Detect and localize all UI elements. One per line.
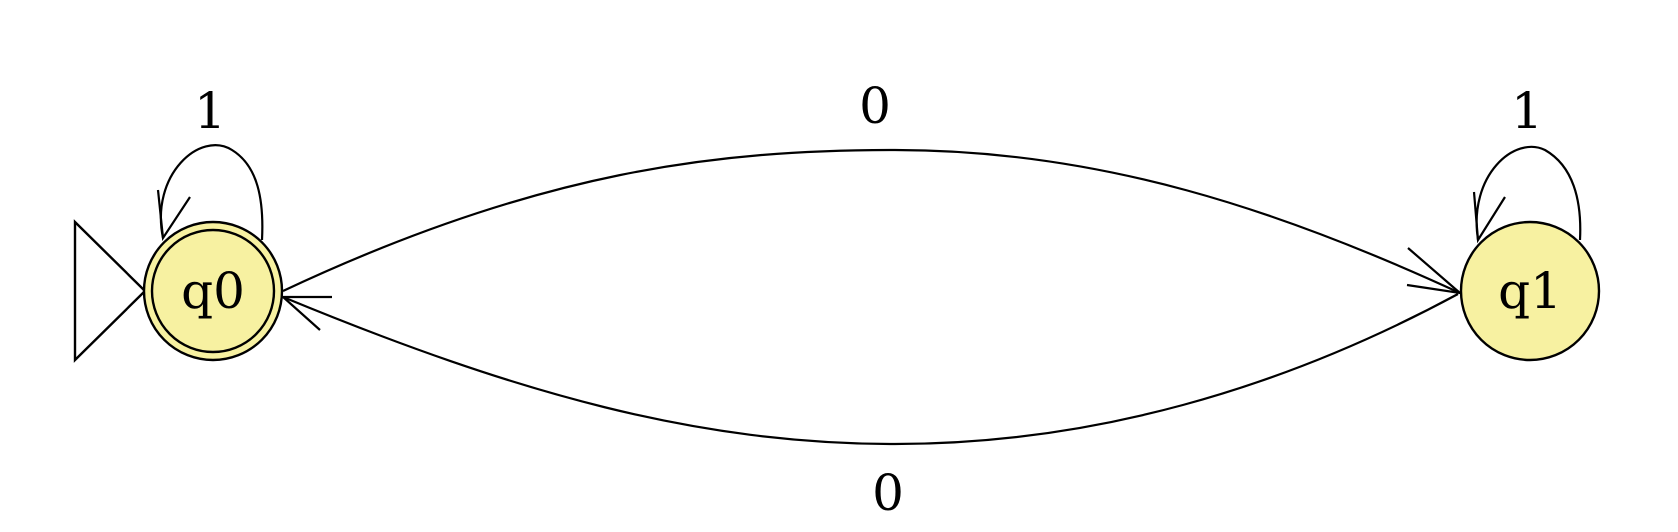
transition-label-q0-q1: 0 xyxy=(859,77,891,135)
transition-label-q1-q0: 0 xyxy=(872,464,904,522)
transition-q1-q1 xyxy=(1475,145,1582,241)
state-q1-label: q1 xyxy=(1498,262,1562,320)
transition-q1-q0 xyxy=(282,293,1459,446)
transition-q0-q1 xyxy=(282,148,1461,294)
transition-label-q0-q0: 1 xyxy=(194,82,226,140)
arrowhead-q0-q0 xyxy=(156,189,191,242)
state-q1: q1 xyxy=(1459,220,1601,362)
arrowhead-q1-q1 xyxy=(1472,191,1506,244)
arrowhead-q1-q0 xyxy=(280,295,332,331)
state-q0-label: q0 xyxy=(181,262,245,320)
arrowhead-q0-q1 xyxy=(1406,247,1464,295)
state-q0: q0 xyxy=(142,220,284,362)
state-q0-outer-circle xyxy=(142,220,284,362)
state-q1-circle xyxy=(1459,220,1601,362)
transition-label-q1-q1: 1 xyxy=(1511,82,1543,140)
transition-q0-q0 xyxy=(159,144,264,241)
start-state-marker xyxy=(73,219,147,363)
state-q0-inner-circle xyxy=(150,228,276,354)
